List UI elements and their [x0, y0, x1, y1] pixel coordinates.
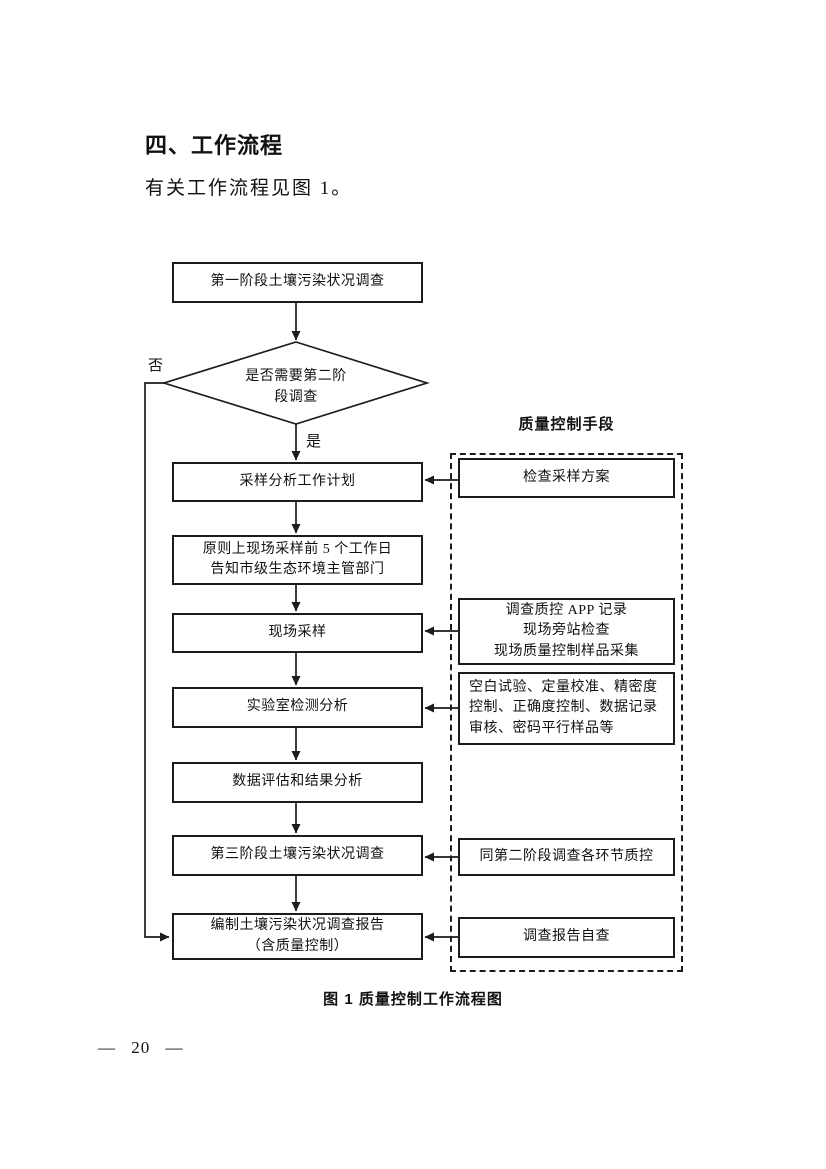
decision-no-label: 否	[148, 358, 164, 374]
figure-caption: 图 1 质量控制工作流程图	[323, 991, 503, 1008]
step-label: 采样分析工作计划	[239, 473, 356, 489]
decision-text-line: 段调查	[274, 390, 318, 405]
qc-label: 同第二阶段调查各环节质控	[479, 848, 654, 864]
qc-same-as-phase2: 同第二阶段调查各环节质控	[458, 838, 675, 876]
decision-text-line: 是否需要第二阶	[245, 369, 347, 384]
step-field-sampling: 现场采样	[172, 613, 423, 653]
step-label: 实验室检测分析	[246, 699, 349, 715]
step-label-line: 告知市级生态环境主管部门	[210, 562, 385, 577]
qc-check-sampling-plan: 检查采样方案	[458, 458, 675, 498]
qc-field-sampling-controls: 调查质控 APP 记录 现场旁站检查 现场质量控制样品采集	[458, 598, 675, 665]
intro-text: 有关工作流程见图 1。	[145, 178, 353, 199]
step-data-evaluation: 数据评估和结果分析	[172, 762, 423, 803]
step-sampling-plan: 采样分析工作计划	[172, 462, 423, 502]
step-phase3-survey: 第三阶段土壤污染状况调查	[172, 835, 423, 876]
qc-label: 检查采样方案	[523, 469, 610, 485]
step-label-line: 编制土壤污染状况调查报告	[210, 918, 385, 934]
qc-lab-controls: 空白试验、定量校准、精密度控制、正确度控制、数据记录审核、密码平行样品等	[458, 672, 675, 745]
step-label: 现场采样	[268, 624, 327, 640]
qc-label-line: 调查质控 APP 记录	[505, 603, 628, 619]
decision-step-need-phase2: 是否需要第二阶 段调查	[196, 366, 396, 408]
step-label-line: 原则上现场采样前 5 个工作日	[202, 541, 393, 557]
qc-label: 调查报告自查	[523, 929, 610, 945]
step-label-line: （含质量控制）	[246, 938, 349, 954]
qc-panel-title: 质量控制手段	[518, 416, 615, 433]
qc-label-line: 现场旁站检查	[523, 623, 610, 639]
step-notify-authority: 原则上现场采样前 5 个工作日 告知市级生态环境主管部门	[172, 535, 423, 585]
qc-report-self-check: 调查报告自查	[458, 917, 675, 958]
step-lab-analysis: 实验室检测分析	[172, 687, 423, 728]
step-label: 第三阶段土壤污染状况调查	[210, 847, 385, 863]
decision-yes-label: 是	[306, 434, 322, 450]
qc-label: 空白试验、定量校准、精密度控制、正确度控制、数据记录审核、密码平行样品等	[469, 680, 658, 736]
page-number: — 20 —	[98, 1038, 184, 1057]
section-heading: 四、工作流程	[145, 133, 284, 158]
step-label: 数据评估和结果分析	[232, 774, 363, 790]
qc-label-line: 现场质量控制样品采集	[494, 643, 639, 659]
step-phase1-survey: 第一阶段土壤污染状况调查	[172, 262, 423, 303]
step-label: 第一阶段土壤污染状况调查	[210, 274, 385, 290]
step-compile-report: 编制土壤污染状况调查报告 （含质量控制）	[172, 913, 423, 960]
qc-panel-border	[450, 453, 683, 972]
